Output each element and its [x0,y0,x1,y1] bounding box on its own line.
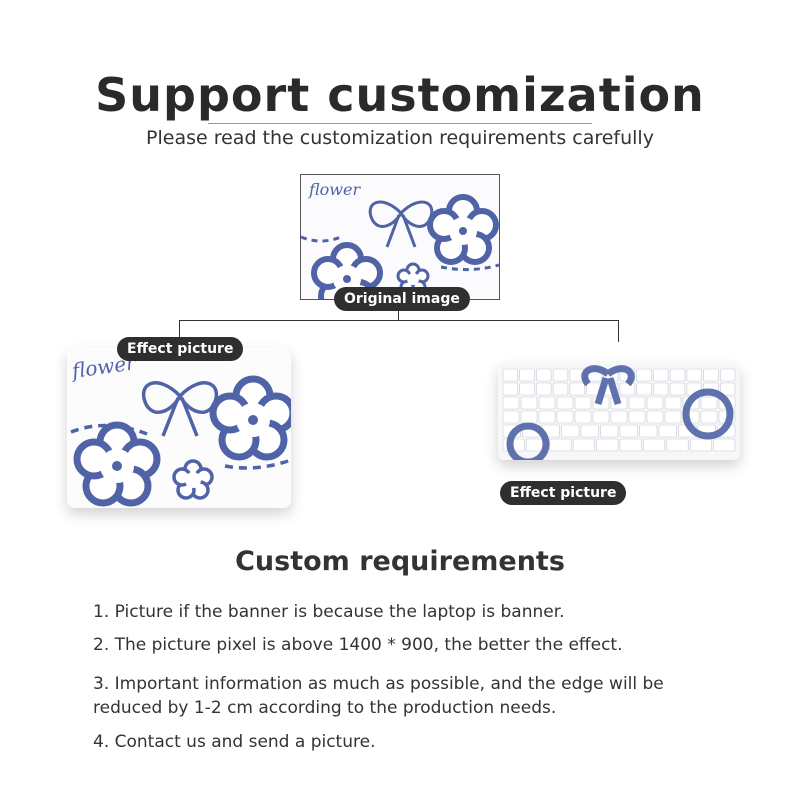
keyboard-key [639,424,658,438]
keyboard-key [700,396,718,410]
effect-right-label: Effect picture [500,481,627,505]
keyboard-key [703,368,719,382]
keyboard-key [653,368,669,382]
keyboard-key [502,410,520,424]
keyboard-key [520,396,538,410]
keyboard-key [653,382,669,396]
requirement-item-1: 1. Picture if the banner is because the … [93,602,565,622]
artwork-text: flower [308,180,361,199]
keyboard-key [592,410,610,424]
keyboard-key [669,382,686,396]
flower-artwork: flower [301,180,499,299]
keyboard-key [502,382,519,396]
keyboard-key [689,438,712,452]
page-subtitle: Please read the customization requiremen… [146,127,654,149]
requirements-heading: Custom requirements [235,546,565,577]
keyboard-key [552,368,569,382]
keyboard-key [561,424,580,438]
effect-left-label: Effect picture [117,337,244,361]
keyboard-key [636,368,652,382]
keyboard-key [556,410,574,424]
keyboard-key [658,424,677,438]
requirement-item-4: 4. Contact us and send a picture. [93,732,376,752]
keyboard-key [580,424,599,438]
page-title: Support customization [95,68,705,122]
keyboard-key [664,410,682,424]
keyboard-key [520,410,538,424]
keyboard-key [538,410,556,424]
keyboard-key [502,368,519,382]
keyboard-key [600,424,619,438]
keyboard-key [569,382,585,396]
keyboard-key [643,438,666,452]
keyboard-key [646,396,664,410]
keyboard-key [669,368,686,382]
keyboard-key [552,382,569,396]
keyboard-key [536,368,552,382]
connector-vertical-top [398,311,399,320]
keyboard-key [519,382,535,396]
keyboard-key [628,396,646,410]
connector-left-drop [179,320,180,338]
keyboard-key [572,438,595,452]
original-image-label: Original image [334,287,470,311]
keyboard-key [619,382,636,396]
title-divider [208,123,592,124]
keyboard-cover-preview [498,364,740,460]
keyboard-key [664,396,682,410]
keyboard-key [628,410,646,424]
keyboard-key [556,396,574,410]
requirement-item-3: 3. Important information as much as poss… [93,674,664,718]
requirement-item-2: 2. The picture pixel is above 1400 * 900… [93,635,623,655]
connector-horizontal [179,320,619,321]
keyboard-key [596,438,619,452]
keyboard-key [502,396,520,410]
keyboard-key [538,396,556,410]
keyboard-key [719,368,736,382]
keyboard-key [700,410,718,424]
keyboard-key [574,396,592,410]
keyboard-key [686,368,702,382]
keyboard-key [574,410,592,424]
keyboard-key [610,410,628,424]
keyboard-key [549,438,572,452]
keyboard-key [636,382,652,396]
keyboard-key [646,410,664,424]
keyboard-key [619,424,638,438]
keyboard-keys [502,365,736,460]
keyboard-key [666,438,689,452]
keyboard-key [536,382,552,396]
keyboard-key [519,368,535,382]
keyboard-key [719,382,736,396]
connector-right-drop [618,320,619,342]
laptop-sticker-preview: flower [67,348,291,508]
flower-artwork-large: flower [68,350,291,507]
keyboard-key [713,438,736,452]
original-image: flower [300,174,500,300]
keyboard-key [619,438,642,452]
